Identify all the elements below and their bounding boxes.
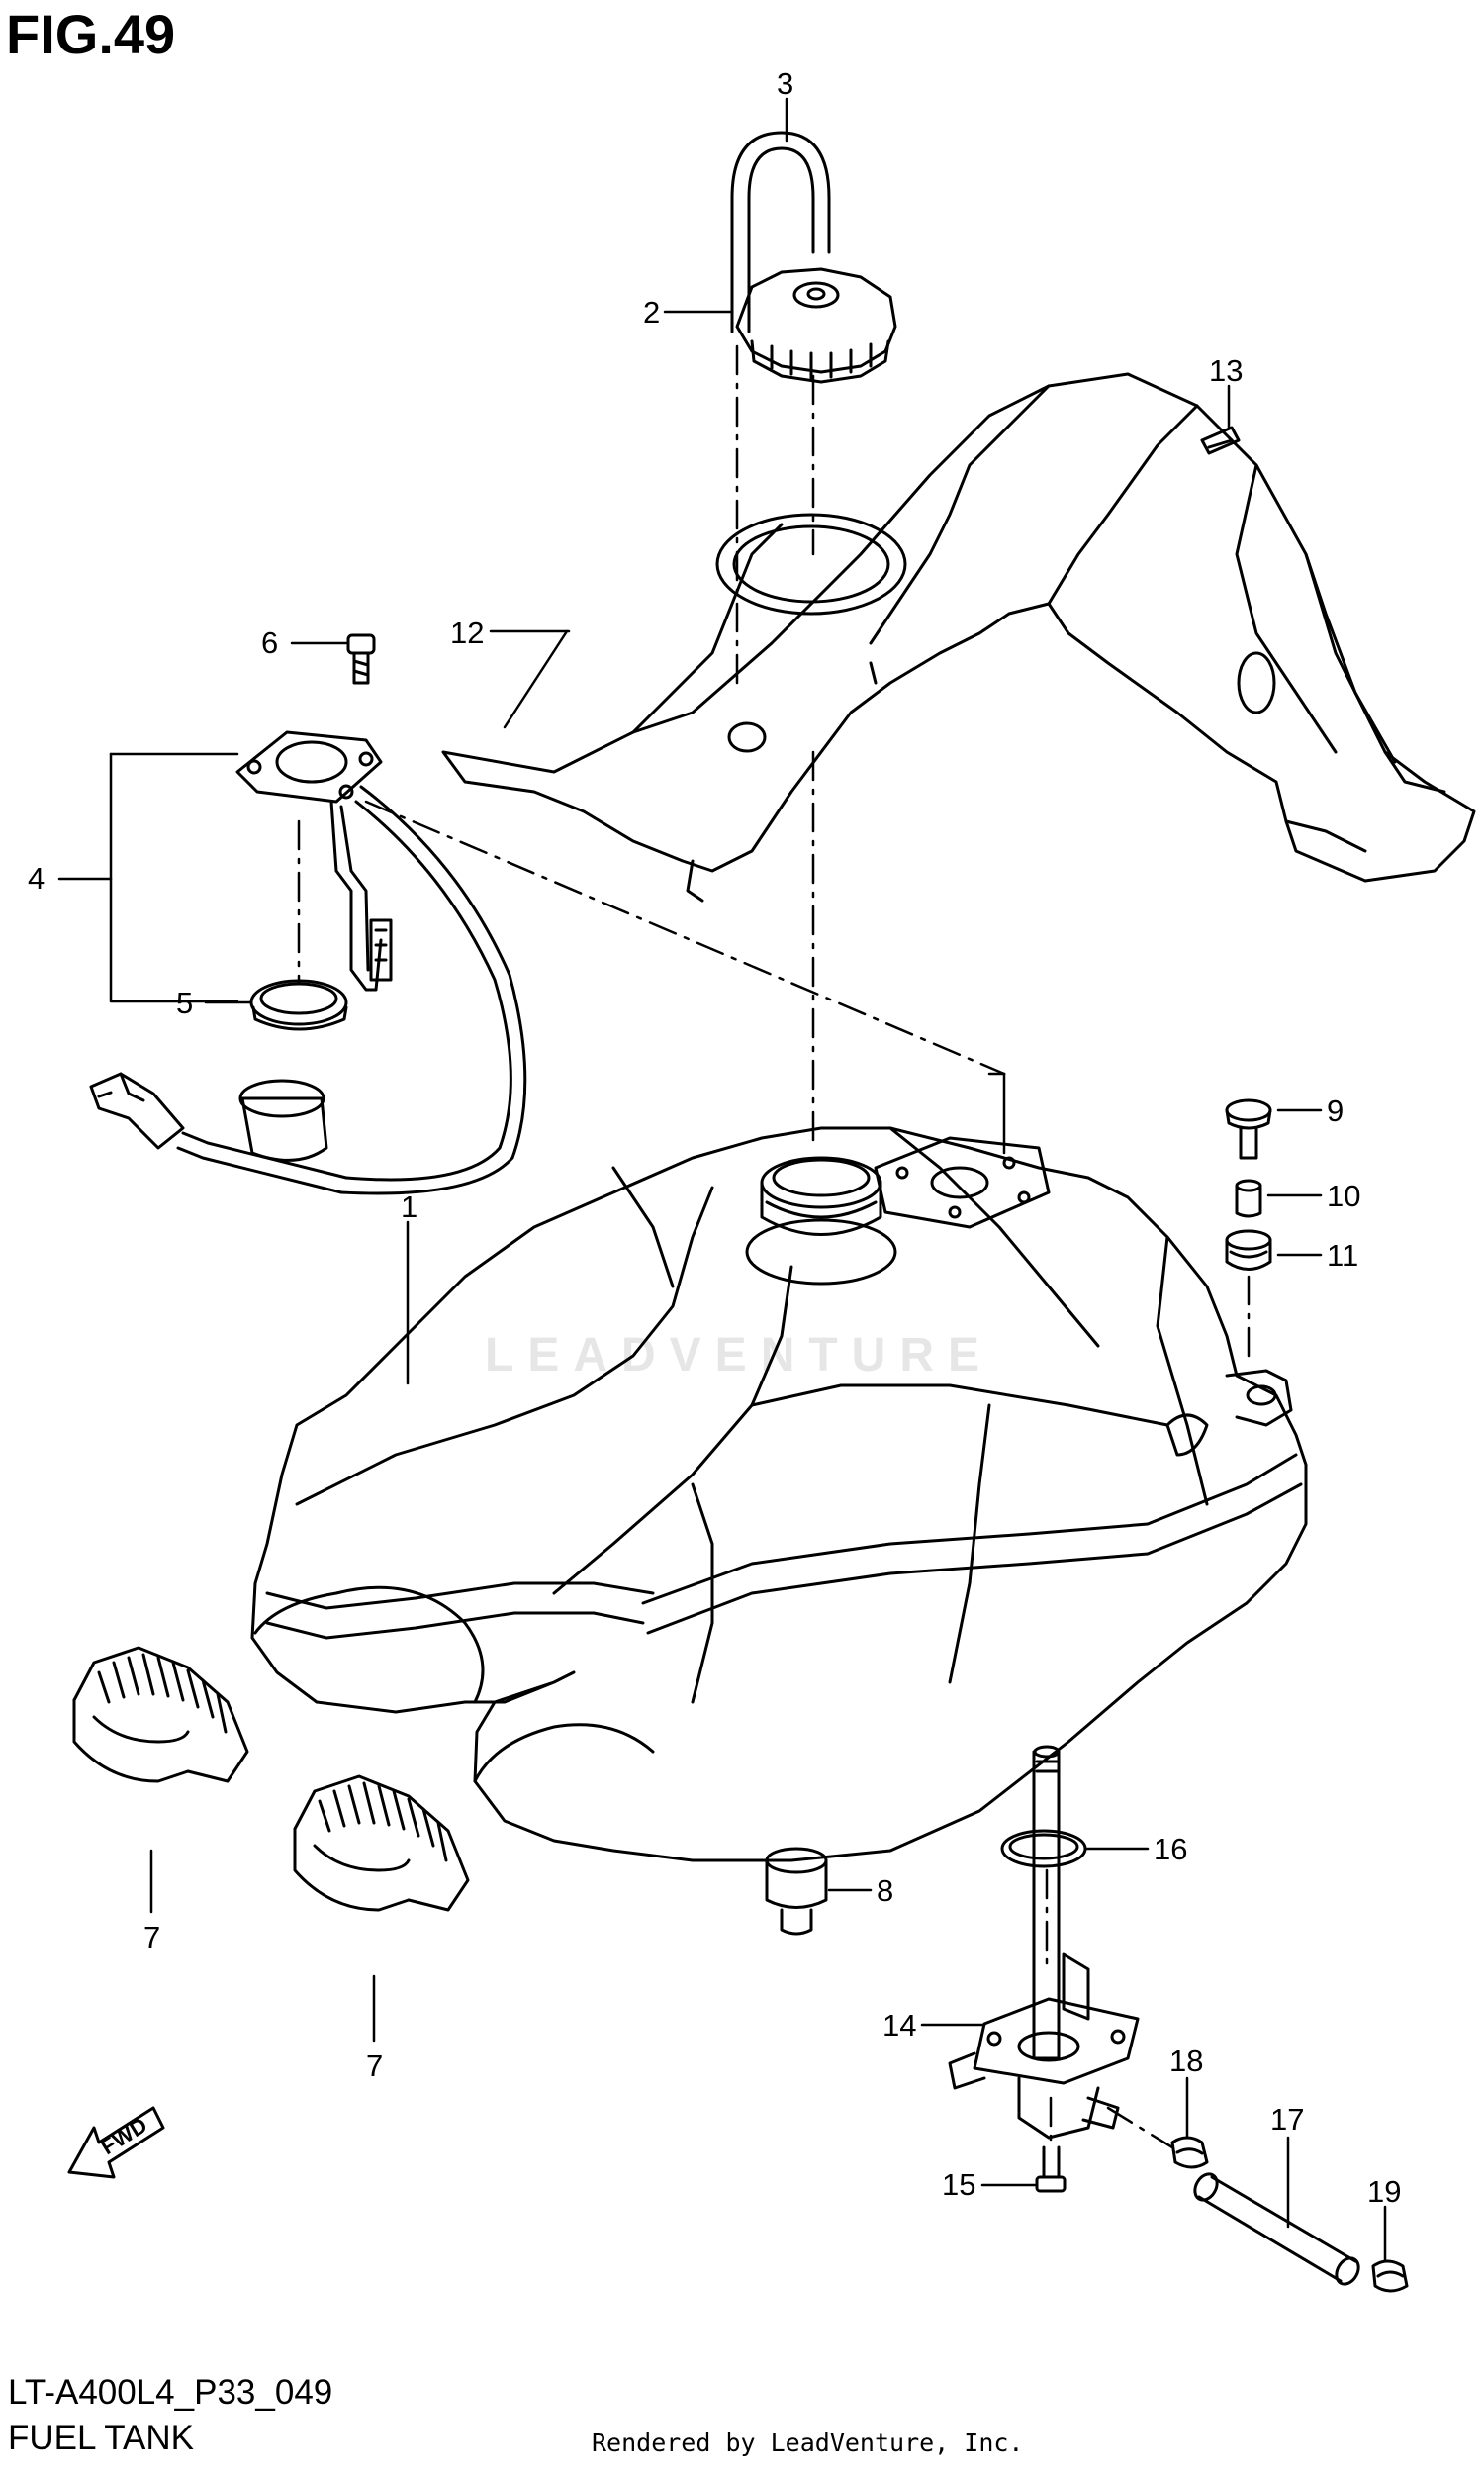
part-1-fuel-tank: [250, 1126, 1308, 1862]
callout-2: 2: [643, 295, 660, 330]
callout-12: 12: [450, 616, 484, 650]
part-7-clamp-right: [293, 1774, 470, 1912]
figure-title: FIG.49: [6, 3, 176, 65]
part-6-screw: [346, 633, 376, 685]
part-11-grommet: [1225, 1229, 1272, 1271]
callout-11: 11: [1327, 1238, 1358, 1273]
callout-10: 10: [1327, 1179, 1360, 1213]
render-credit: Rendered by LeadVenture, Inc.: [592, 2428, 1024, 2457]
part-7-clamp-left: [72, 1646, 249, 1783]
section-name: FUEL TANK: [8, 2419, 195, 2457]
callout-1: 1: [401, 1190, 417, 1224]
part-4-fuel-pump-assembly: [89, 730, 527, 1195]
callout-6: 6: [261, 625, 278, 660]
fwd-arrow-icon: FWD: [67, 2106, 165, 2179]
part-18-clip: [1170, 2136, 1209, 2169]
callout-7b: 7: [366, 2048, 383, 2083]
part-15-screw: [1035, 2145, 1067, 2193]
callout-4: 4: [28, 861, 45, 896]
part-16-o-ring: [1000, 1829, 1087, 1868]
leader-lines: [57, 97, 1387, 2263]
callout-7a: 7: [143, 1920, 160, 1954]
part-10-collar: [1235, 1179, 1262, 1218]
callout-16: 16: [1154, 1832, 1187, 1866]
part-19-clip: [1371, 2259, 1409, 2293]
part-5-gasket: [249, 979, 348, 1031]
part-14-fuel-cock: [948, 1745, 1140, 2140]
alignment-lines: [297, 344, 1251, 2149]
callout-18: 18: [1169, 2044, 1203, 2078]
callout-3: 3: [777, 66, 793, 101]
callout-9: 9: [1327, 1094, 1344, 1128]
model-code: LT-A400L4_P33_049: [8, 2373, 333, 2412]
callout-8: 8: [877, 1873, 893, 1908]
callout-19: 19: [1367, 2174, 1401, 2209]
callout-13: 13: [1209, 353, 1243, 388]
part-9-bolt: [1225, 1098, 1272, 1160]
callout-15: 15: [942, 2167, 975, 2202]
part-12-tank-cover: [441, 372, 1476, 903]
callout-5: 5: [176, 986, 193, 1020]
callout-14: 14: [882, 2008, 916, 2043]
part-3-breather-hose: [730, 131, 831, 333]
part-17-fuel-hose: [1193, 2172, 1360, 2286]
callout-17: 17: [1270, 2102, 1304, 2137]
part-2-fuel-cap: [735, 267, 897, 384]
part-13-bolt: [1200, 426, 1241, 455]
callout-numbers: 1 2 3 4 5 6 7 7 8 9 10 11 12 13 14 15 16…: [28, 66, 1401, 2209]
part-8-cushion: [765, 1847, 828, 1936]
watermark-text: LEADVENTURE: [485, 1329, 993, 1381]
